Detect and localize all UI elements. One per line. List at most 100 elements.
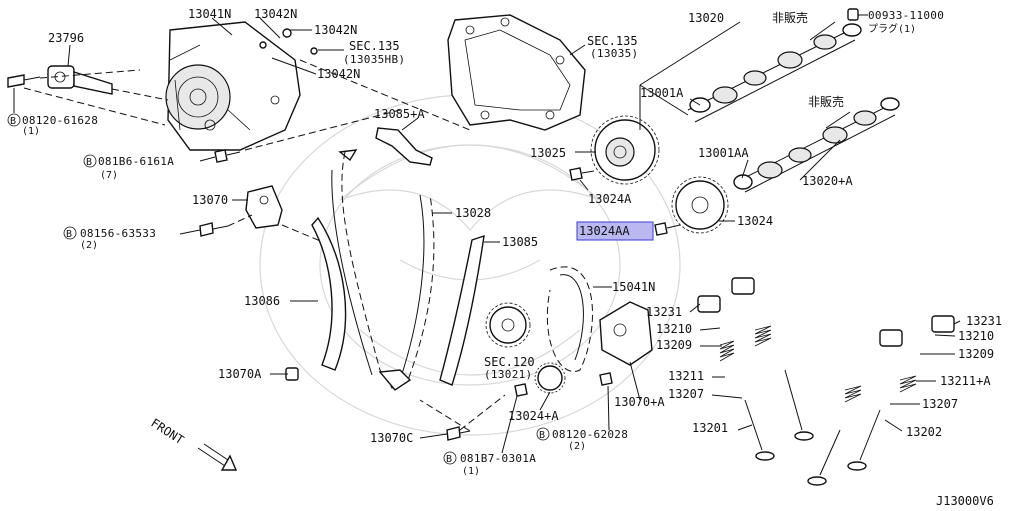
label-13024[interactable]: 13024 <box>737 214 773 228</box>
bolt-081B6-6161A[interactable] <box>214 149 241 163</box>
label-08120-61628-qty: (1) <box>22 126 40 137</box>
timing-chain-13028[interactable] <box>331 149 435 391</box>
part-labels: 13041N 13042N 13042N SEC.135 (13035HB) 1… <box>22 7 1002 477</box>
label-not-sold-b: 非販売 <box>808 94 844 109</box>
label-13201[interactable]: 13201 <box>692 421 728 435</box>
label-081B6-6161A-qty: (7) <box>100 170 118 181</box>
sensor-23796[interactable] <box>47 65 113 95</box>
oil-pump-sprocket-13024A[interactable] <box>534 362 566 394</box>
label-sec135-a[interactable]: SEC.135 <box>349 39 400 53</box>
label-13209-b[interactable]: 13209 <box>958 347 994 361</box>
label-sec120-sub: (13021) <box>484 368 532 381</box>
label-13041N[interactable]: 13041N <box>188 7 231 21</box>
label-13070C[interactable]: 13070C <box>370 431 413 445</box>
valve-13201[interactable] <box>744 369 814 461</box>
label-15041N[interactable]: 15041N <box>612 280 655 294</box>
front-cover-13041N[interactable] <box>165 21 301 151</box>
label-13020[interactable]: 13020 <box>688 11 724 25</box>
valve-spring-13211[interactable] <box>719 325 772 362</box>
label-13085[interactable]: 13085 <box>502 235 538 249</box>
label-13025[interactable]: 13025 <box>530 146 566 160</box>
label-not-sold-a: 非販売 <box>772 10 808 25</box>
label-00933-11000[interactable]: 00933-11000 <box>868 9 944 22</box>
label-081B7-0301A-qty: (1) <box>462 466 480 477</box>
bolt-b-markers: B B B B B <box>7 113 550 465</box>
svg-text:B: B <box>10 116 16 127</box>
seal-13042N[interactable] <box>259 28 318 55</box>
label-13086[interactable]: 13086 <box>244 294 280 308</box>
label-13042N-b[interactable]: 13042N <box>314 23 357 37</box>
oil-pump-chain-15041N[interactable] <box>546 266 593 373</box>
camshaft-13020A[interactable] <box>733 97 900 193</box>
label-08156-63533[interactable]: 08156-63533 <box>80 227 156 240</box>
label-13070A[interactable]: 13070A <box>218 367 262 381</box>
label-08120-62028[interactable]: 08120-62028 <box>552 428 628 441</box>
valve-lifter-13231-left[interactable] <box>697 277 755 313</box>
label-13001AA[interactable]: 13001AA <box>698 146 749 160</box>
label-13207-b[interactable]: 13207 <box>922 397 958 411</box>
label-13085A[interactable]: 13085+A <box>374 107 425 121</box>
svg-text:B: B <box>446 454 452 465</box>
label-13211[interactable]: 13211 <box>668 369 704 383</box>
bolt-08120-62028[interactable] <box>599 372 613 386</box>
label-081B7-0301A[interactable]: 081B7-0301A <box>460 452 536 465</box>
chain-guide-13085[interactable] <box>439 234 485 386</box>
camshaft-13020[interactable] <box>687 23 862 123</box>
valve-spring-13211A[interactable] <box>844 375 917 403</box>
tensioner-13070[interactable] <box>245 185 283 229</box>
svg-text:B: B <box>539 430 545 441</box>
label-13210-b[interactable]: 13210 <box>958 329 994 343</box>
label-plug-qty: プラグ(1) <box>868 22 916 35</box>
bolt-13024A[interactable] <box>569 167 595 181</box>
label-13042N-a[interactable]: 13042N <box>254 7 297 21</box>
highlighted-part-box <box>576 221 654 241</box>
label-13024A-plus[interactable]: 13024+A <box>508 409 559 423</box>
cam-sprocket-13024[interactable] <box>671 176 729 234</box>
bolt-13070C[interactable] <box>446 426 471 441</box>
label-13070[interactable]: 13070 <box>192 193 228 207</box>
label-13028[interactable]: 13028 <box>455 206 491 220</box>
label-13202[interactable]: 13202 <box>906 425 942 439</box>
label-13001A[interactable]: 13001A <box>640 86 684 100</box>
front-label: FRONT <box>148 416 186 447</box>
label-08120-62028-qty: (2) <box>568 441 586 452</box>
valve-lifter-13231-right[interactable] <box>879 315 955 347</box>
crank-sprocket-sec120[interactable] <box>485 302 531 348</box>
svg-text:B: B <box>86 157 92 168</box>
label-13042N-c[interactable]: 13042N <box>317 67 360 81</box>
label-13024AA[interactable]: 13024AA <box>579 224 630 238</box>
label-13024A[interactable]: 13024A <box>588 192 632 206</box>
tensioner-13070A[interactable] <box>599 301 653 366</box>
label-sec135-a-sub: (13035HB) <box>343 53 405 66</box>
label-13020-plus-A[interactable]: 13020+A <box>802 174 853 188</box>
label-13231-a[interactable]: 13231 <box>646 305 682 319</box>
cam-sprocket-13025[interactable] <box>590 115 660 185</box>
label-13209-a[interactable]: 13209 <box>656 338 692 352</box>
label-08156-63533-qty: (2) <box>80 240 98 251</box>
bolt-081B7-0301A[interactable] <box>514 383 528 397</box>
label-sec135-b-sub: (13035) <box>590 47 638 60</box>
label-23796[interactable]: 23796 <box>48 31 84 45</box>
svg-text:B: B <box>66 229 72 240</box>
bolt-13024AA[interactable] <box>654 222 681 236</box>
label-13207-a[interactable]: 13207 <box>668 387 704 401</box>
chain-guide-13085A[interactable] <box>375 127 433 166</box>
label-08120-61628[interactable]: 08120-61628 <box>22 114 98 127</box>
label-13211-plus-A[interactable]: 13211+A <box>940 374 991 388</box>
label-13231-b[interactable]: 13231 <box>966 314 1002 328</box>
label-sec135-b[interactable]: SEC.135 <box>587 34 638 48</box>
label-13070-plus-A[interactable]: 13070+A <box>614 395 665 409</box>
label-sec120[interactable]: SEC.120 <box>484 355 535 369</box>
bolt-08120-61628[interactable] <box>7 74 41 88</box>
label-081B6-6161A[interactable]: 081B6-6161A <box>98 155 174 168</box>
leader-lines <box>13 14 961 454</box>
bolt-08156-63533[interactable] <box>199 222 229 237</box>
plug-00933-11000[interactable] <box>847 8 859 21</box>
front-direction-arrow <box>197 443 238 471</box>
head-cover-sec135[interactable] <box>447 14 586 131</box>
valve-13202[interactable] <box>807 409 881 486</box>
slack-guide-13086[interactable] <box>311 216 347 371</box>
label-13210-a[interactable]: 13210 <box>656 322 692 336</box>
